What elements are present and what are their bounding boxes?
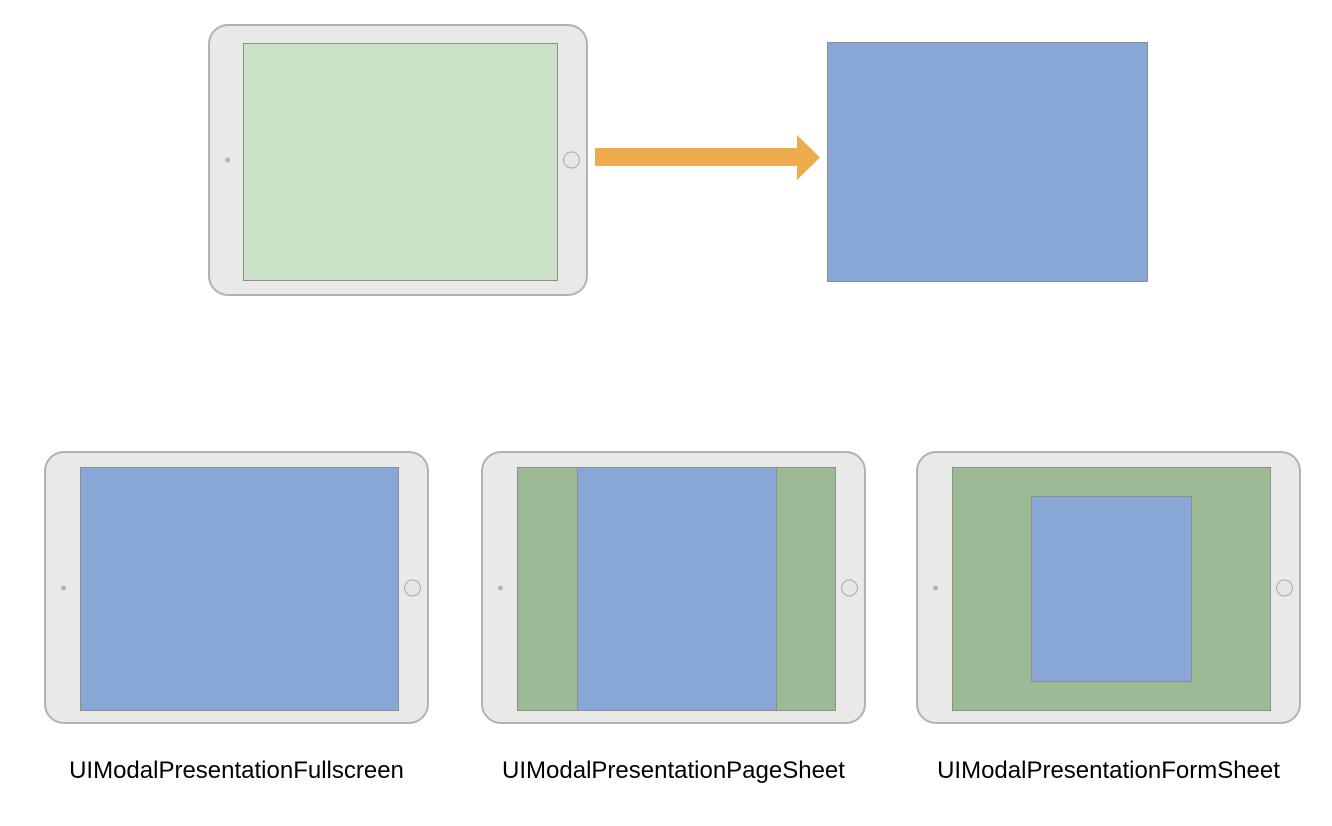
ipad-fullscreen xyxy=(44,451,429,724)
home-button xyxy=(404,579,421,596)
home-button xyxy=(563,151,580,169)
camera-dot xyxy=(61,585,66,590)
ipad-formsheet xyxy=(916,451,1301,724)
camera-dot xyxy=(933,585,938,590)
home-button xyxy=(841,579,858,596)
caption-formsheet: UIModalPresentationFormSheet xyxy=(937,757,1280,784)
caption-pagesheet: UIModalPresentationPageSheet xyxy=(502,757,845,784)
source-ipad xyxy=(208,24,588,296)
presented-modal-view xyxy=(827,42,1148,282)
caption-fullscreen: UIModalPresentationFullscreen xyxy=(69,757,404,784)
right-arrow-icon xyxy=(595,135,820,180)
pagesheet-modal-area xyxy=(577,468,777,710)
camera-dot xyxy=(225,157,230,163)
formsheet-modal-area xyxy=(1031,496,1192,682)
camera-dot xyxy=(498,585,503,590)
home-button xyxy=(1276,579,1293,596)
ipad-pagesheet xyxy=(481,451,866,724)
fullscreen-modal-area xyxy=(80,467,399,711)
pagesheet-background-area xyxy=(517,467,836,711)
formsheet-background-area xyxy=(952,467,1271,711)
source-ipad-screen xyxy=(243,43,558,281)
